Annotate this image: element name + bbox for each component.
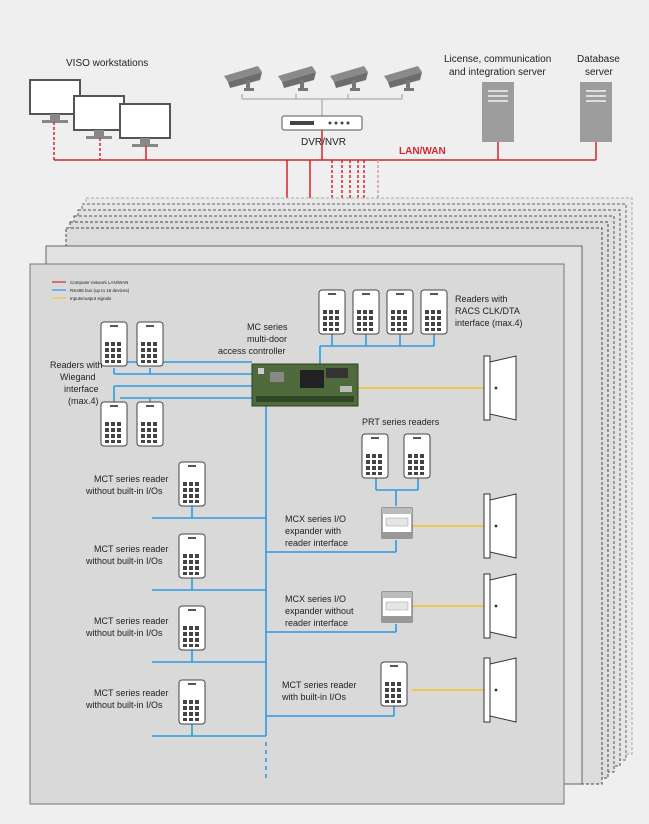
legend-label-io: Inputs/output signals	[70, 296, 112, 301]
racs-reader	[352, 289, 380, 335]
mct-no-io-label-2: without built-in I/Os	[85, 486, 163, 496]
wiegand-reader	[100, 401, 128, 447]
mct-no-io-label-1: MCT series reader	[94, 474, 168, 484]
license-server-label-2: and integration server	[449, 67, 546, 78]
mcx-reader-label-3: reader interface	[285, 538, 348, 548]
mct-reader-with-io	[380, 661, 408, 707]
wiegand-label-2: Wiegand	[60, 372, 96, 382]
racs-label-2: RACS CLK/DTA	[455, 306, 520, 316]
mcx-noreader-label-2: expander without	[285, 606, 354, 616]
legend: Computer network LAN/WAN RS485 bus (up t…	[52, 280, 130, 301]
controller-label-1: MC series	[247, 322, 288, 332]
mct-reader	[178, 533, 206, 579]
camera-icon-2	[278, 66, 316, 91]
wiegand-reader	[136, 321, 164, 367]
db-server-label-1: Database	[577, 54, 620, 65]
dvr-label: DVR/NVR	[301, 137, 346, 148]
workstation-icon-1	[29, 79, 81, 124]
wiegand-label-1: Readers with	[50, 360, 103, 370]
legend-label-lan: Computer network LAN/WAN	[70, 280, 128, 285]
license-server-icon	[482, 82, 514, 142]
mct-no-io-label-2: without built-in I/Os	[85, 700, 163, 710]
mcx-reader-label-2: expander with	[285, 526, 341, 536]
controller-label-3: access controller	[218, 346, 286, 356]
mcx-expander-without-reader	[381, 591, 413, 623]
mct-no-io-label-1: MCT series reader	[94, 688, 168, 698]
racs-reader	[420, 289, 448, 335]
camera-icon-3	[330, 66, 368, 91]
mcx-noreader-label-1: MCX series I/O	[285, 594, 346, 604]
dvr-icon	[281, 115, 363, 131]
door-icon	[483, 355, 517, 421]
mct-reader	[178, 679, 206, 725]
io-signals	[358, 387, 484, 691]
db-server-icon	[580, 82, 612, 142]
workstation-icon-2	[73, 95, 125, 140]
wiegand-reader	[100, 321, 128, 367]
racs-reader	[318, 289, 346, 335]
camera-icon-1	[224, 66, 262, 91]
mc-controller-board	[251, 363, 359, 407]
racs-reader	[386, 289, 414, 335]
rs485-bus	[113, 332, 435, 778]
mct-no-io-label-1: MCT series reader	[94, 544, 168, 554]
mct-io-label-1: MCT series reader	[282, 680, 356, 690]
workstations-label: VISO workstations	[66, 58, 148, 69]
lan-wan-label: LAN/WAN	[399, 146, 446, 157]
mct-reader	[178, 605, 206, 651]
mcx-noreader-label-3: reader interface	[285, 618, 348, 628]
door-icon	[483, 493, 517, 559]
prt-reader	[403, 433, 431, 479]
license-server-label-1: License, communication	[444, 54, 551, 65]
db-server-label-2: server	[585, 67, 613, 78]
door-icon	[483, 657, 517, 723]
wiegand-label-3: interface	[64, 384, 99, 394]
mcx-expander-with-reader	[381, 507, 413, 539]
racs-label-3: interface (max.4)	[455, 318, 523, 328]
mct-io-label-2: with built-in I/Os	[281, 692, 347, 702]
racs-label-1: Readers with	[455, 294, 508, 304]
mct-reader	[178, 461, 206, 507]
workstation-icon-3	[119, 103, 171, 148]
prt-reader	[361, 433, 389, 479]
mcx-reader-label-1: MCX series I/O	[285, 514, 346, 524]
controller-label-2: multi-door	[247, 334, 287, 344]
legend-label-rs485: RS485 bus (up to 16 devices)	[70, 288, 130, 293]
wiegand-reader	[136, 401, 164, 447]
door-icon	[483, 573, 517, 639]
prt-label: PRT series readers	[362, 417, 440, 427]
mct-no-io-label-2: without built-in I/Os	[85, 556, 163, 566]
mct-no-io-label-2: without built-in I/Os	[85, 628, 163, 638]
mct-no-io-label-1: MCT series reader	[94, 616, 168, 626]
camera-icon-4	[384, 66, 422, 91]
wiegand-label-4: (max.4)	[68, 396, 99, 406]
